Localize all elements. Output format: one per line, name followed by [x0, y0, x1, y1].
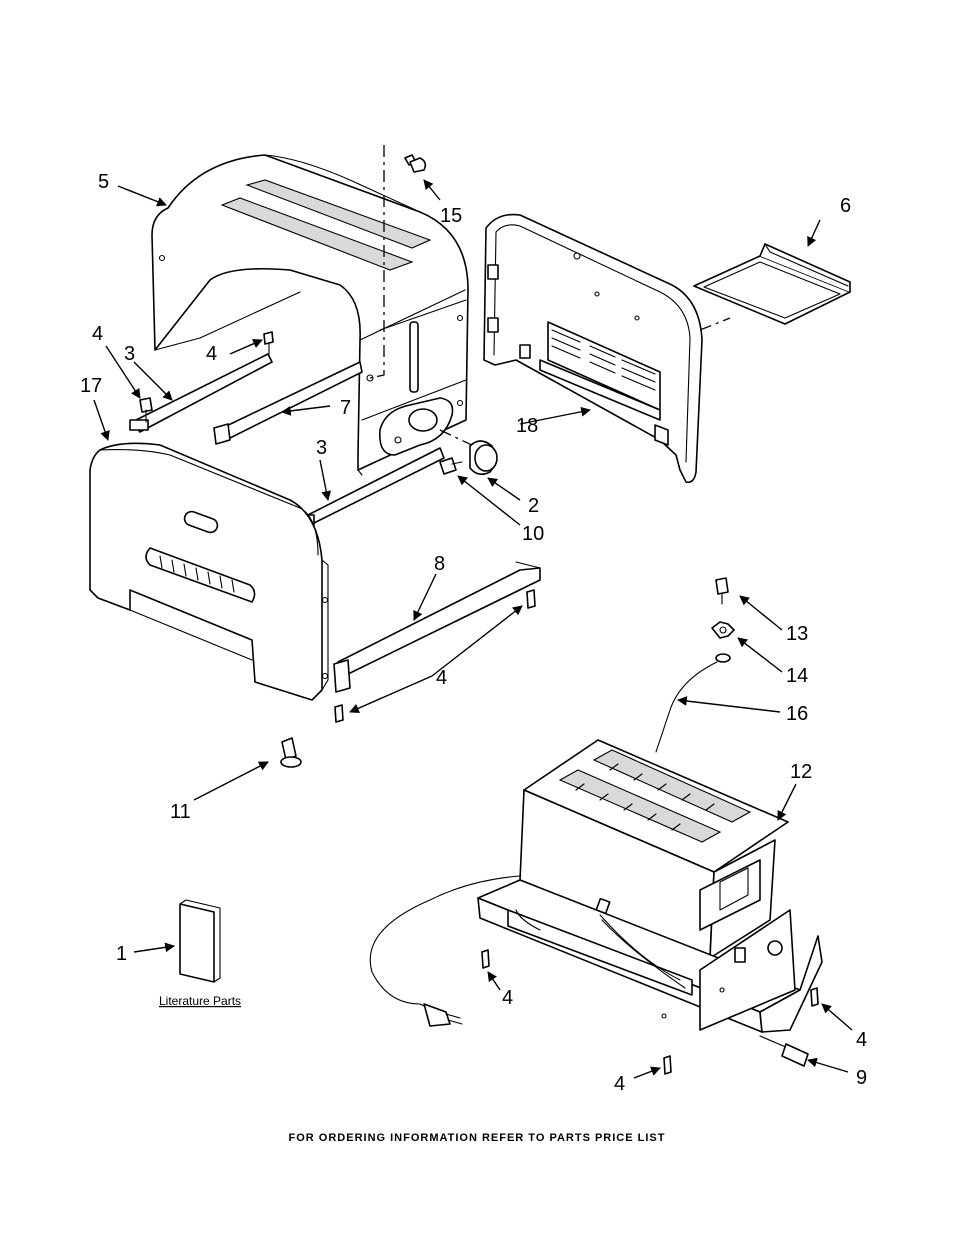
callout-12: 12	[790, 761, 812, 783]
screw-4d	[335, 705, 343, 722]
callout-4-chassis-right: 4	[856, 1029, 867, 1051]
callout-5: 5	[98, 171, 109, 193]
literature-parts-label: Literature Parts	[159, 994, 241, 1008]
shaft-10	[440, 458, 462, 474]
foot-11	[281, 738, 301, 767]
callout-2: 2	[528, 495, 539, 517]
crumb-tray	[694, 244, 850, 324]
housing-cover	[152, 155, 468, 475]
callout-14: 14	[786, 665, 808, 687]
callout-7: 7	[340, 397, 351, 419]
callout-18: 18	[516, 415, 538, 437]
callout-3-lower: 3	[316, 437, 327, 459]
callout-4-rail: 4	[436, 667, 447, 689]
front-end-panel	[90, 443, 328, 700]
callout-3-upper: 3	[124, 343, 135, 365]
screw-4c	[527, 590, 535, 608]
literature-booklet	[180, 900, 220, 982]
footer-note: FOR ORDERING INFORMATION REFER TO PARTS …	[289, 1132, 666, 1144]
callout-15: 15	[440, 205, 462, 227]
callout-11: 11	[170, 801, 191, 823]
callout-4-upper-left: 4	[92, 323, 103, 345]
pin-9	[760, 1036, 808, 1066]
callout-10: 10	[522, 523, 544, 545]
toaster-chassis	[478, 740, 822, 1032]
callout-1: 1	[116, 943, 127, 965]
screw-15	[405, 155, 425, 172]
callout-4-upper-mid: 4	[206, 343, 217, 365]
callout-4-chassis-bottom: 4	[614, 1073, 625, 1095]
callout-6: 6	[840, 195, 851, 217]
callout-4-chassis-left: 4	[502, 987, 513, 1009]
callout-17: 17	[80, 375, 102, 397]
callout-9: 9	[856, 1067, 867, 1089]
rear-end-panel	[484, 215, 702, 483]
screw-4e	[482, 950, 489, 968]
screw-4f	[811, 988, 818, 1006]
ground-wire-16	[656, 654, 730, 752]
star-washer-14	[712, 622, 734, 638]
callout-8: 8	[434, 553, 445, 575]
screw-4g	[664, 1056, 671, 1074]
callout-16: 16	[786, 703, 808, 725]
screw-4b	[264, 332, 273, 354]
screw-13	[716, 578, 728, 604]
callout-13: 13	[786, 623, 808, 645]
knob	[470, 441, 497, 474]
